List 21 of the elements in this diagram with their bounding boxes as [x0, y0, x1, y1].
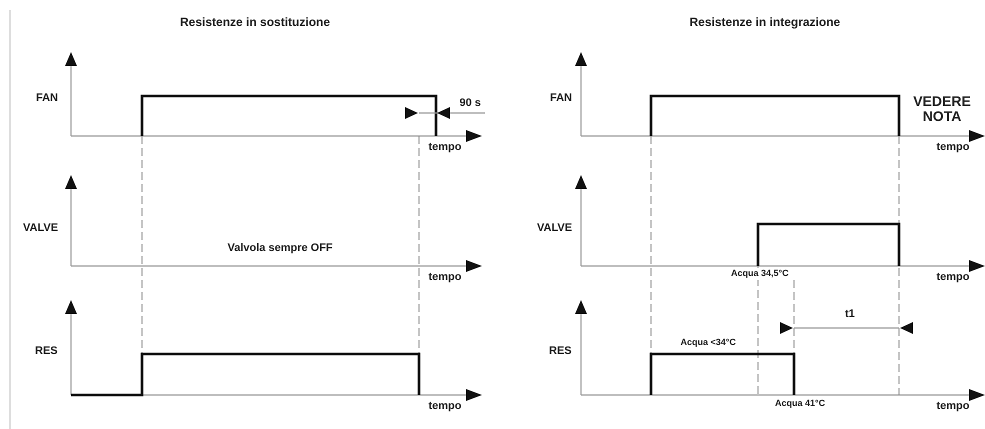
dimension-label: t1 [845, 308, 855, 320]
temperature-label: Acqua 34,5°C [729, 268, 791, 280]
note-text: VEDERE NOTA [912, 94, 972, 125]
panel-title: Resistenze in sostituzione [180, 16, 330, 30]
note-text: Valvola sempre OFF [228, 242, 333, 254]
signal-label: VALVE [537, 222, 572, 234]
axis-label: tempo [428, 141, 462, 154]
axis-label: tempo [936, 141, 970, 154]
signal-label: RES [549, 345, 572, 358]
axis-label: tempo [428, 400, 462, 412]
signal-label: FAN [550, 92, 572, 104]
signal-label: FAN [36, 92, 58, 104]
temperature-label: Acqua 41°C [775, 399, 826, 409]
axis-label: tempo [936, 400, 970, 412]
dimension-label: 90 s [460, 97, 481, 110]
signal-label: VALVE [23, 222, 58, 234]
axis-label: tempo [936, 271, 970, 284]
signal-label: RES [35, 345, 58, 358]
temperature-label: Acqua <34°C [680, 338, 736, 348]
axis-label: tempo [428, 271, 462, 284]
panel-title: Resistenze in integrazione [690, 16, 840, 30]
